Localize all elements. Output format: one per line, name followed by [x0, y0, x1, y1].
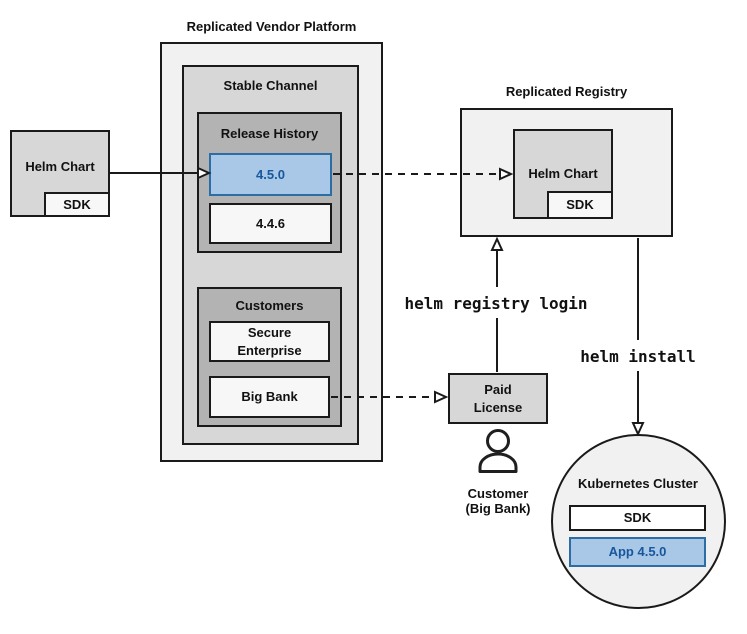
secure-enterprise-line1: Secure	[247, 324, 292, 340]
arrow-bigbank-to-license-head	[434, 390, 449, 404]
cluster-sdk-box: SDK	[569, 505, 706, 531]
source-sdk-label: SDK	[63, 196, 91, 212]
stable-channel-label: Stable Channel	[223, 78, 318, 93]
person-icon-body	[478, 452, 518, 473]
customers-label: Customers	[235, 298, 304, 313]
registry-sdk-label: SDK	[566, 197, 594, 212]
arrow-install-head	[631, 422, 645, 437]
paid-license-line1: Paid	[484, 381, 512, 397]
kubernetes-cluster-title: Kubernetes Cluster	[578, 476, 698, 491]
release-version-446-label: 4.4.6	[256, 215, 285, 231]
source-helm-chart-label: Helm Chart	[25, 158, 95, 174]
cluster-sdk-label: SDK	[623, 510, 652, 525]
release-history-label: Release History	[220, 126, 319, 141]
release-version-446: 4.4.6	[209, 203, 332, 244]
secure-enterprise-line2: Enterprise	[237, 342, 302, 358]
release-version-450: 4.5.0	[209, 153, 332, 196]
person-icon	[478, 429, 518, 473]
person-icon-head	[486, 429, 510, 453]
customer-secure-enterprise-box: Secure Enterprise	[209, 321, 330, 362]
paid-license-box: Paid License	[448, 373, 548, 424]
customer-caption: Customer (Big Bank)	[438, 486, 558, 516]
cluster-app-label: App 4.5.0	[608, 544, 667, 559]
release-version-450-label: 4.5.0	[256, 166, 285, 182]
command-helm-install: helm install	[580, 347, 696, 366]
big-bank-label: Big Bank	[241, 389, 298, 404]
registry-sdk-box: SDK	[547, 191, 613, 219]
registry-title: Replicated Registry	[505, 84, 628, 99]
paid-license-line2: License	[473, 399, 523, 415]
source-sdk-box: SDK	[44, 192, 110, 217]
registry-helm-chart-label: Helm Chart	[528, 166, 598, 181]
arrow-login-head	[490, 236, 504, 251]
customer-caption-line1: Customer	[467, 486, 529, 501]
cluster-app-box: App 4.5.0	[569, 537, 706, 567]
platform-title: Replicated Vendor Platform	[186, 19, 357, 34]
customer-caption-line2: (Big Bank)	[465, 501, 531, 516]
command-registry-login: helm registry login	[404, 294, 588, 313]
customer-big-bank-box: Big Bank	[209, 376, 330, 418]
